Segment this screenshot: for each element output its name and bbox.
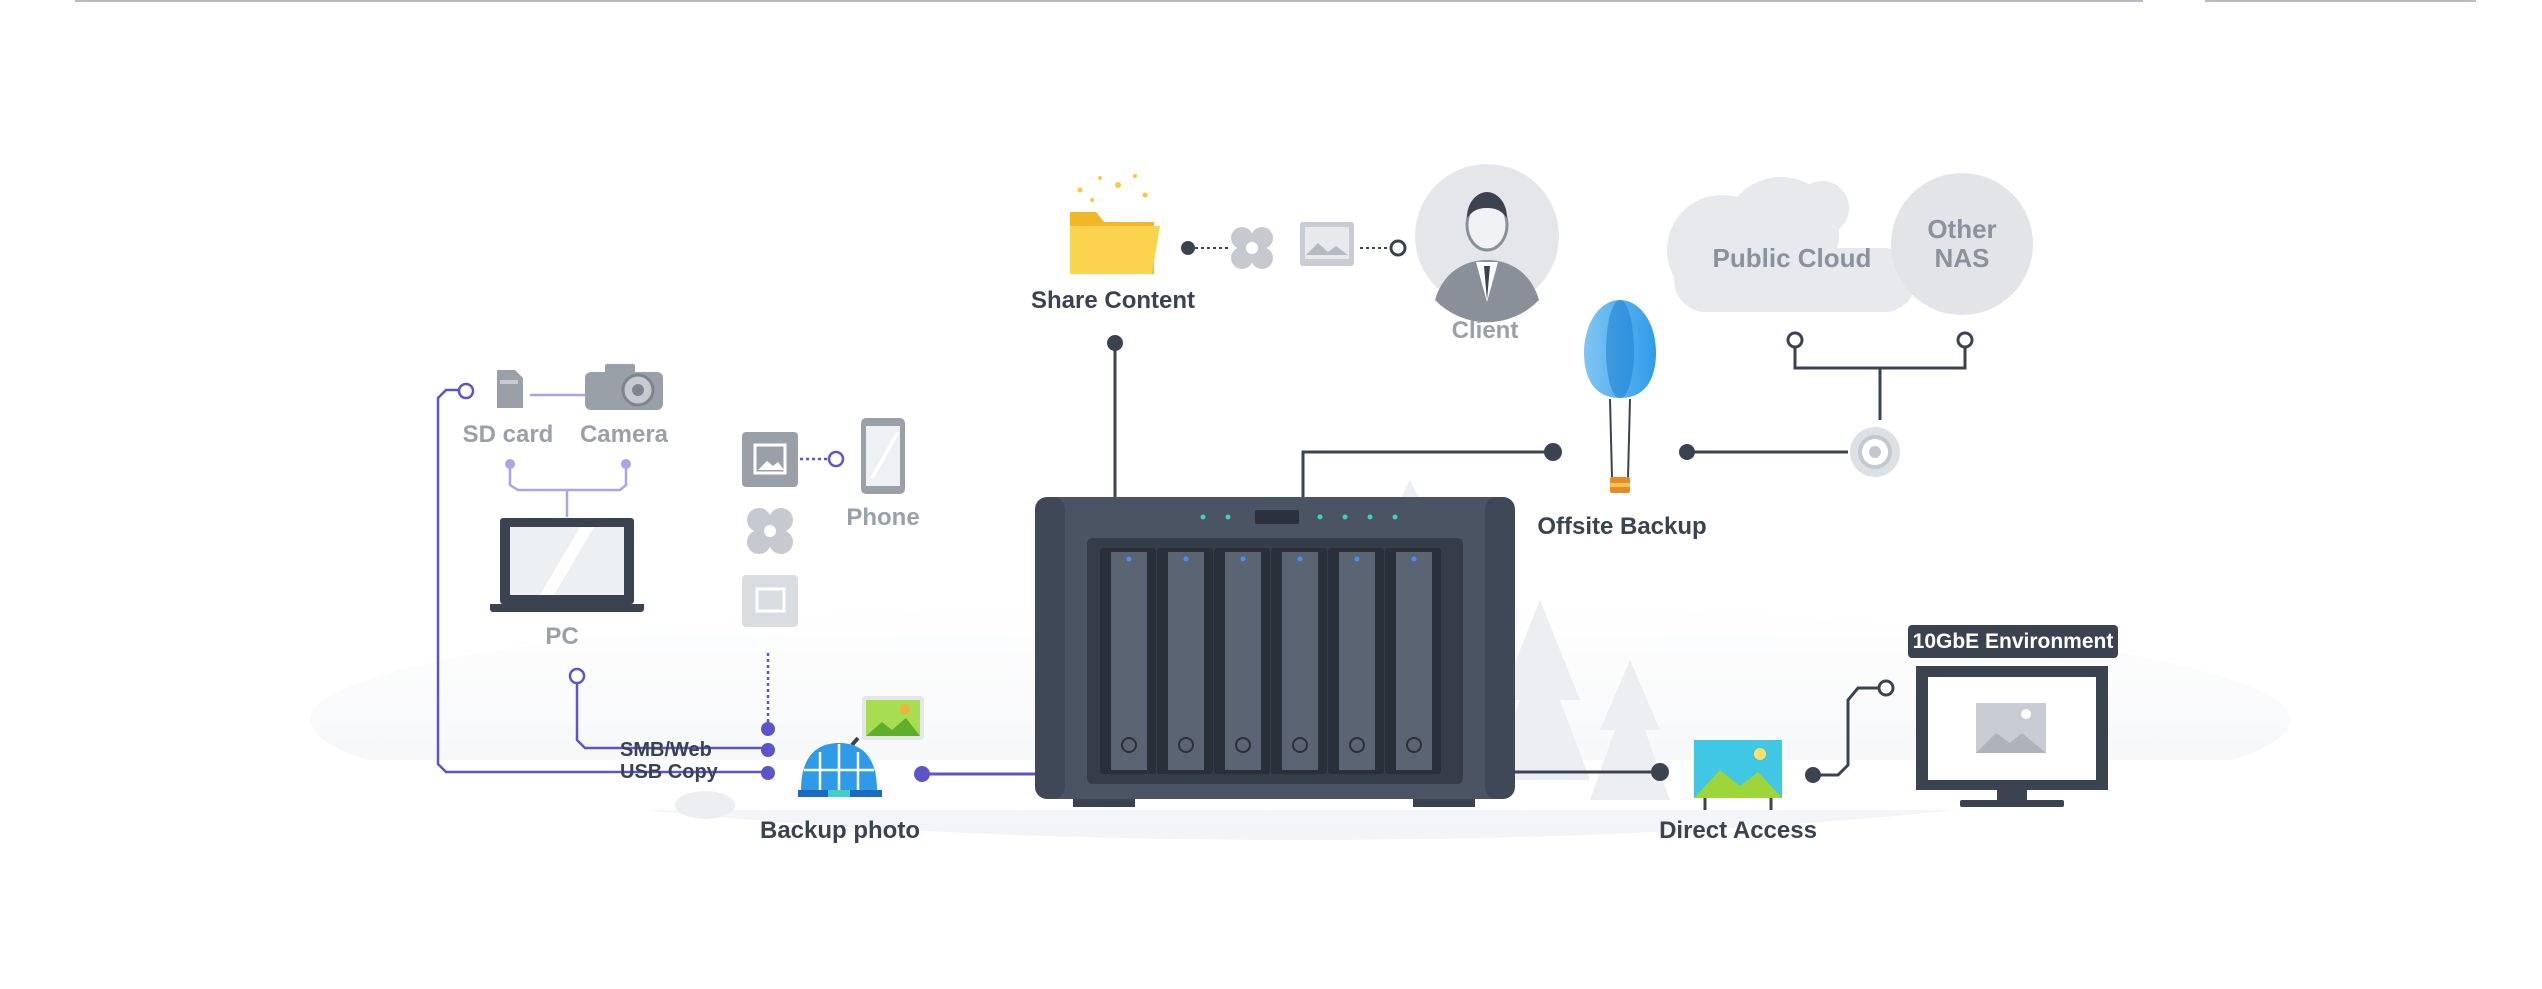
- pc-label: PC: [545, 623, 578, 650]
- public-cloud-label: Public Cloud: [1713, 243, 1872, 273]
- monitor-icon: [1916, 666, 2108, 807]
- nas-device-icon: [1035, 497, 1515, 807]
- other-nas-label-line1: Other: [1927, 214, 1996, 244]
- hot-air-balloon-icon: [1584, 300, 1656, 493]
- tengbe-badge: [1908, 625, 2118, 658]
- backup-photo-icon: [798, 696, 924, 797]
- client-label: Client: [1452, 317, 1519, 344]
- left-connectors: [436, 388, 830, 774]
- camera-icon: [585, 364, 663, 410]
- sd-card-icon: [497, 370, 523, 408]
- folder-icon: [1070, 174, 1160, 274]
- smb-web-label: SMB/Web: [620, 739, 712, 761]
- sync-icon: [1850, 427, 1900, 477]
- sd-card-label: SD card: [463, 421, 554, 448]
- drive-bays: [1100, 548, 1441, 774]
- share-content-label: Share Content: [1031, 287, 1195, 314]
- backup-photo-label: Backup photo: [760, 817, 920, 844]
- photo-station-icon-left: [747, 508, 793, 554]
- direct-access-label: Direct Access: [1659, 817, 1817, 844]
- laptop-icon: [490, 518, 644, 612]
- image-tile-icon: [742, 432, 798, 487]
- phone-icon: [861, 418, 905, 494]
- tengbe-environment-label: 10GbE Environment: [1913, 630, 2114, 653]
- share-dot: [1107, 335, 1123, 351]
- photo-icon: [1300, 222, 1354, 266]
- other-nas-label-line2: NAS: [1935, 243, 1990, 273]
- file-tile-icon: [742, 575, 798, 627]
- other-nas-icon: [1891, 173, 2033, 315]
- offsite-connector: [1301, 450, 1552, 498]
- offsite-backup-label: Offsite Backup: [1537, 513, 1706, 540]
- public-cloud-icon: [1667, 177, 1916, 312]
- usb-copy-label: USB Copy: [620, 761, 719, 783]
- direct-access-photo-icon: [1694, 740, 1782, 810]
- photo-station-icon: [1231, 227, 1273, 269]
- camera-label: Camera: [580, 421, 669, 448]
- phone-label: Phone: [846, 504, 919, 531]
- client-person-icon: [1415, 164, 1559, 323]
